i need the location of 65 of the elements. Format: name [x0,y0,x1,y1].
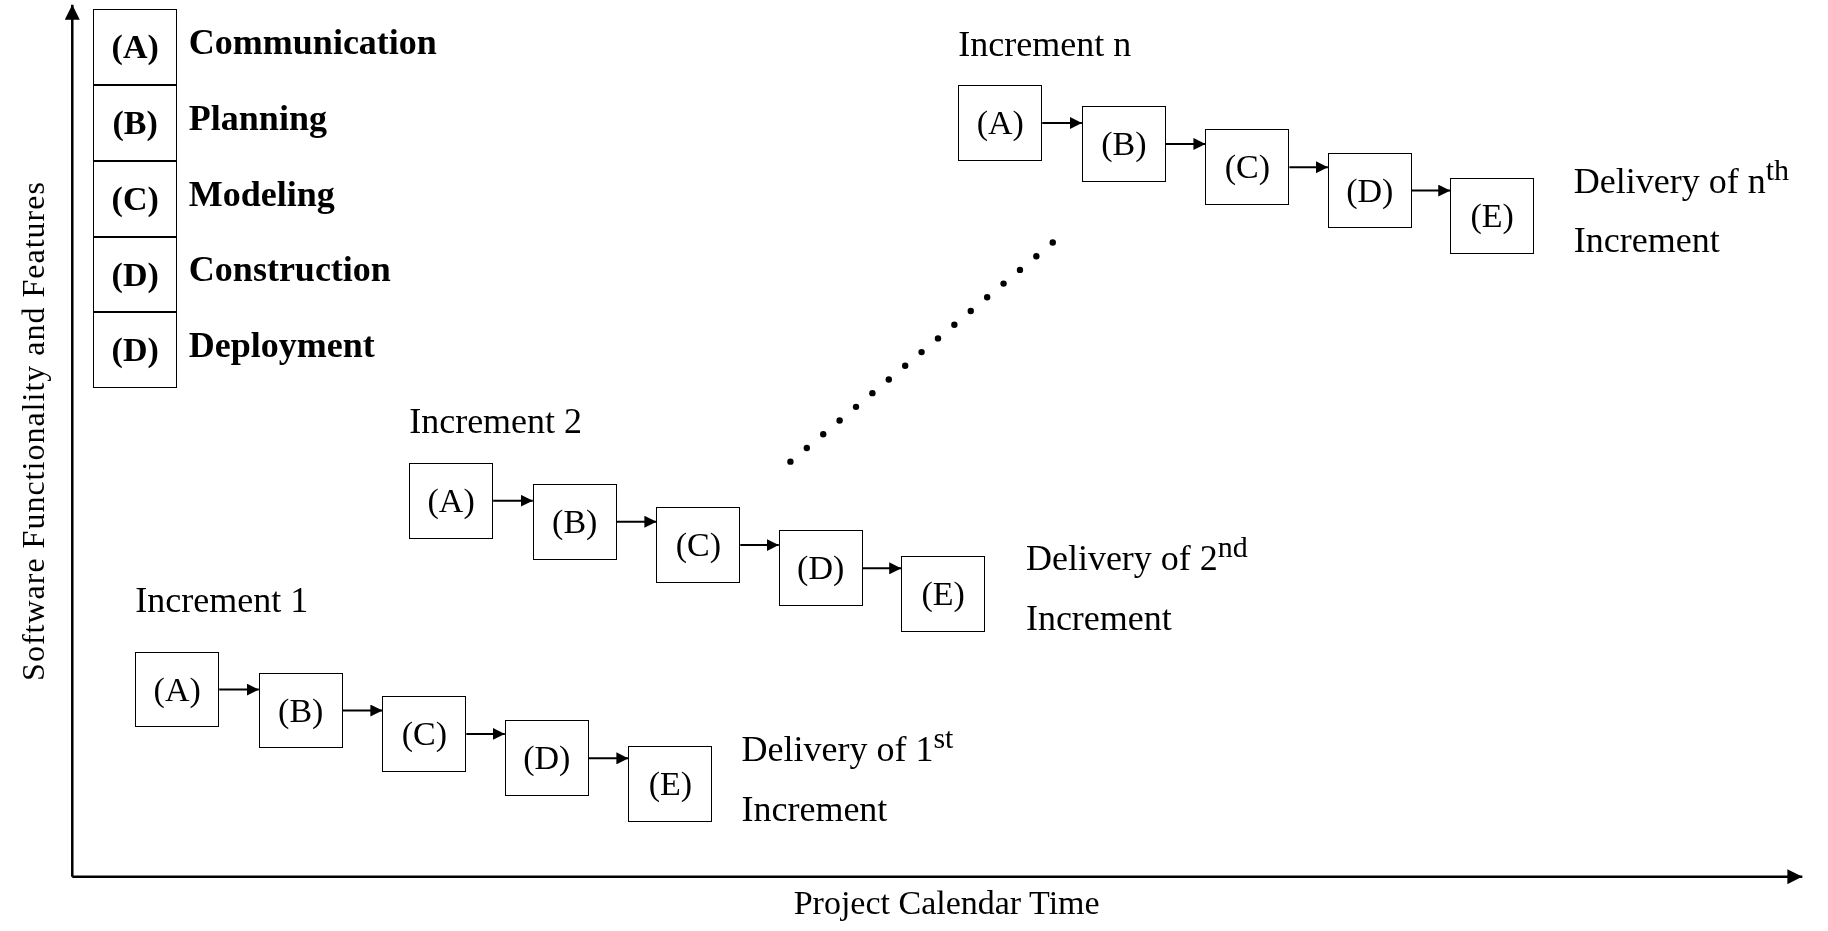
increment-heading: Increment 2 [409,399,583,443]
legend-key-box [93,236,178,313]
phase-letter: (A) [976,103,1024,142]
arrow [1288,161,1329,174]
delivery-note: Delivery of 2$^{nd}$ Increment [1025,529,1249,640]
phase-letter: (C) [675,526,721,564]
phase-box [628,746,713,822]
legend-key-box [93,312,178,389]
delivery-note: Delivery of 1$^{st}$ Increment [741,720,955,831]
phase-letter: (D) [797,549,845,588]
phase-letter: (B) [1101,124,1147,163]
phase-box [958,85,1043,161]
phase-name: Construction [188,248,391,292]
arrow [861,562,903,575]
legend-key-box [93,9,178,86]
arrow [492,494,534,507]
phase-box [382,696,467,772]
phase-box [135,651,220,728]
arrow [341,704,384,717]
phase-letter: (C) [1224,148,1271,187]
phase-letter: (E) [648,765,693,803]
phase-name: Modeling [188,172,335,216]
arrow [465,727,506,740]
phase-box [778,530,863,607]
arrow [615,515,658,528]
increment-heading: Increment n [958,23,1132,67]
phase-box [258,672,343,749]
phase-letter: (D) [111,331,159,370]
phase-box [409,462,494,539]
phase-letter: (B) [552,502,598,541]
phase-box [1205,129,1290,206]
phase-letter: (E) [921,574,965,613]
delivery-note: Delivery of n$^{th}$ Increment [1573,151,1791,262]
arrow [1041,117,1083,129]
phase-letter: (A) [111,28,159,67]
phase-letter: (A) [427,481,475,520]
x-axis-label: Project Calendar Time [793,882,1100,923]
legend-key-box [93,160,178,237]
y-axis-label: Software Functionality and Features [13,181,52,682]
phase-box [656,507,741,583]
phase-letter: (D) [1346,171,1394,210]
arrow [1410,184,1452,197]
arrow [587,752,630,765]
phase-box [1081,106,1166,182]
phase-letter: (D) [523,739,571,778]
phase-letter: (E) [1470,197,1514,236]
arrow [1164,138,1207,150]
phase-box [1450,178,1535,255]
legend-key-box [93,85,178,161]
phase-box [901,556,986,632]
phase-box [1327,152,1412,229]
phase-name: Deployment [188,324,375,368]
arrow [218,683,260,696]
phase-letter: (A) [153,670,201,709]
phase-name: Planning [188,96,327,140]
phase-box [532,483,617,560]
phase-letter: (D) [111,255,159,294]
phase-letter: (C) [401,714,447,753]
phase-letter: (B) [278,691,324,730]
arrow [739,539,780,551]
phase-box [504,720,589,797]
phase-letter: (C) [111,179,159,218]
phase-name: Communication [188,21,437,64]
phase-letter: (B) [112,103,158,142]
increment-heading: Increment 1 [135,579,309,623]
